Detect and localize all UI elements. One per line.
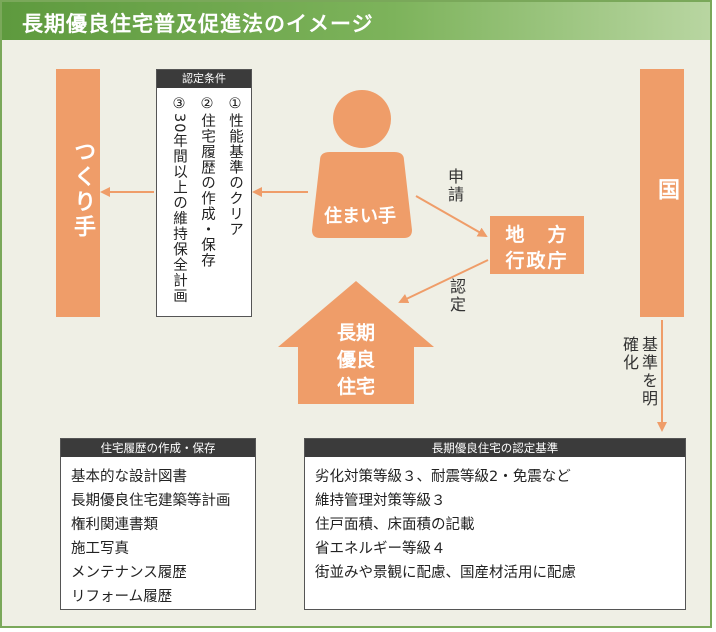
certification-criteria-header: 長期優良住宅の認定基準 — [305, 439, 685, 457]
house-shape — [278, 281, 434, 404]
apply-label: 申請 — [445, 168, 464, 204]
list-item: 省エネルギー等級４ — [315, 541, 446, 557]
local-government-label-1: 地 方 — [505, 224, 569, 246]
condition-item: ③30年間以上の維持保全計画 — [171, 96, 187, 304]
arrow-apply — [415, 195, 488, 237]
resident-label: 住まい手 — [324, 206, 396, 227]
maker-label: つくり手 — [70, 140, 95, 240]
list-item: メンテナンス履歴 — [71, 565, 187, 581]
diagram-title: 長期優良住宅普及促進法のイメージ — [22, 12, 374, 36]
title-bar: 長期優良住宅普及促進法のイメージ — [2, 2, 710, 40]
condition-item: ②住宅履歴の作成・保存 — [199, 96, 215, 268]
list-item: 基本的な設計図書 — [71, 469, 187, 485]
housing-history-header: 住宅履歴の作成・保存 — [61, 439, 255, 457]
certify-label: 認定 — [447, 278, 466, 314]
list-item: リフォーム履歴 — [71, 589, 173, 605]
list-item: 街並みや景観に配慮、国産材活用に配慮 — [315, 565, 576, 581]
house-label: 長期 優良 住宅 — [314, 320, 398, 401]
list-item: 住戸面積、床面積の記載 — [315, 517, 475, 533]
house-label-line: 優良 — [336, 349, 375, 371]
certification-conditions-box: 認定条件 ①性能基準のクリア ②住宅履歴の作成・保存 ③30年間以上の維持保全計… — [156, 69, 252, 317]
local-government-box: 地 方 行政庁 — [490, 216, 584, 274]
list-item: 施工写真 — [71, 541, 129, 557]
list-item: 維持管理対策等級３ — [315, 493, 446, 509]
local-government-label-2: 行政庁 — [505, 250, 569, 272]
national-label: 国 — [654, 178, 679, 203]
national-bar — [640, 69, 684, 317]
arrow-certify — [398, 259, 489, 304]
housing-history-box: 住宅履歴の作成・保存 基本的な設計図書 長期優良住宅建築等計画 権利関連書類 施… — [60, 438, 256, 610]
house-label-line: 住宅 — [336, 376, 375, 398]
list-item: 権利関連書類 — [71, 517, 158, 533]
house-label-line: 長期 — [336, 322, 375, 344]
certification-criteria-box: 長期優良住宅の認定基準 劣化対策等級３、耐震等級2・免震など 維持管理対策等級３… — [304, 438, 686, 610]
maker-bar — [56, 69, 100, 317]
condition-item: ①性能基準のクリア — [227, 96, 243, 237]
list-item: 長期優良住宅建築等計画 — [71, 493, 231, 509]
list-item: 劣化対策等級３、耐震等級2・免震など — [315, 469, 571, 485]
resident-person-icon — [312, 90, 412, 238]
clarify-criteria-label: 基準を明確化 — [620, 336, 658, 408]
conditions-header: 認定条件 — [157, 70, 251, 88]
